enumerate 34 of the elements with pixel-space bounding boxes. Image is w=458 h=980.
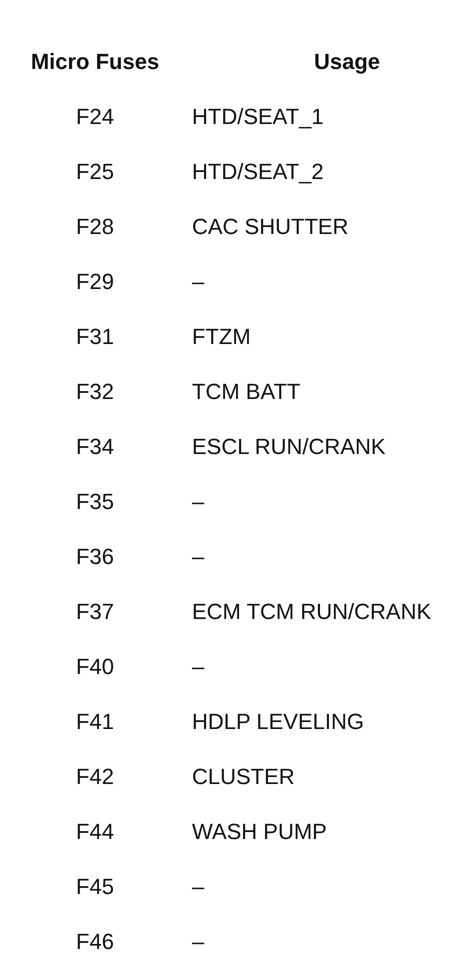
fuse-number: F29 [76,268,114,296]
fuse-number: F32 [76,378,114,406]
column-header: Usage [314,48,380,76]
fuse-usage: – [192,873,204,901]
fuse-usage: – [192,928,204,956]
fuse-number: F45 [76,873,114,901]
fuse-number: F31 [76,323,114,351]
fuse-usage: HDLP LEVELING [192,708,364,736]
fuse-usage: FTZM [192,323,251,351]
fuse-usage: CLUSTER [192,763,295,791]
fuse-usage: – [192,268,204,296]
fuse-number: F34 [76,433,114,461]
fuse-number: F40 [76,653,114,681]
fuse-number: F35 [76,488,114,516]
fuse-number: F42 [76,763,114,791]
fuse-number: F37 [76,598,114,626]
fuse-usage: HTD/SEAT_2 [192,158,324,186]
fuse-number: F24 [76,103,114,131]
fuse-usage: HTD/SEAT_1 [192,103,324,131]
fuse-number: F41 [76,708,114,736]
fuse-usage: – [192,653,204,681]
fuse-usage: – [192,543,204,571]
fuse-number: F46 [76,928,114,956]
fuse-usage: CAC SHUTTER [192,213,348,241]
fuse-usage: TCM BATT [192,378,300,406]
fuse-number: F28 [76,213,114,241]
fuse-usage: – [192,488,204,516]
fuse-number: F44 [76,818,114,846]
fuse-number: F36 [76,543,114,571]
fuse-number: F25 [76,158,114,186]
column-header: Micro Fuses [30,48,160,76]
fuse-usage: ESCL RUN/CRANK [192,433,386,461]
fuse-usage: WASH PUMP [192,818,327,846]
fuse-usage: ECM TCM RUN/CRANK [192,598,432,626]
